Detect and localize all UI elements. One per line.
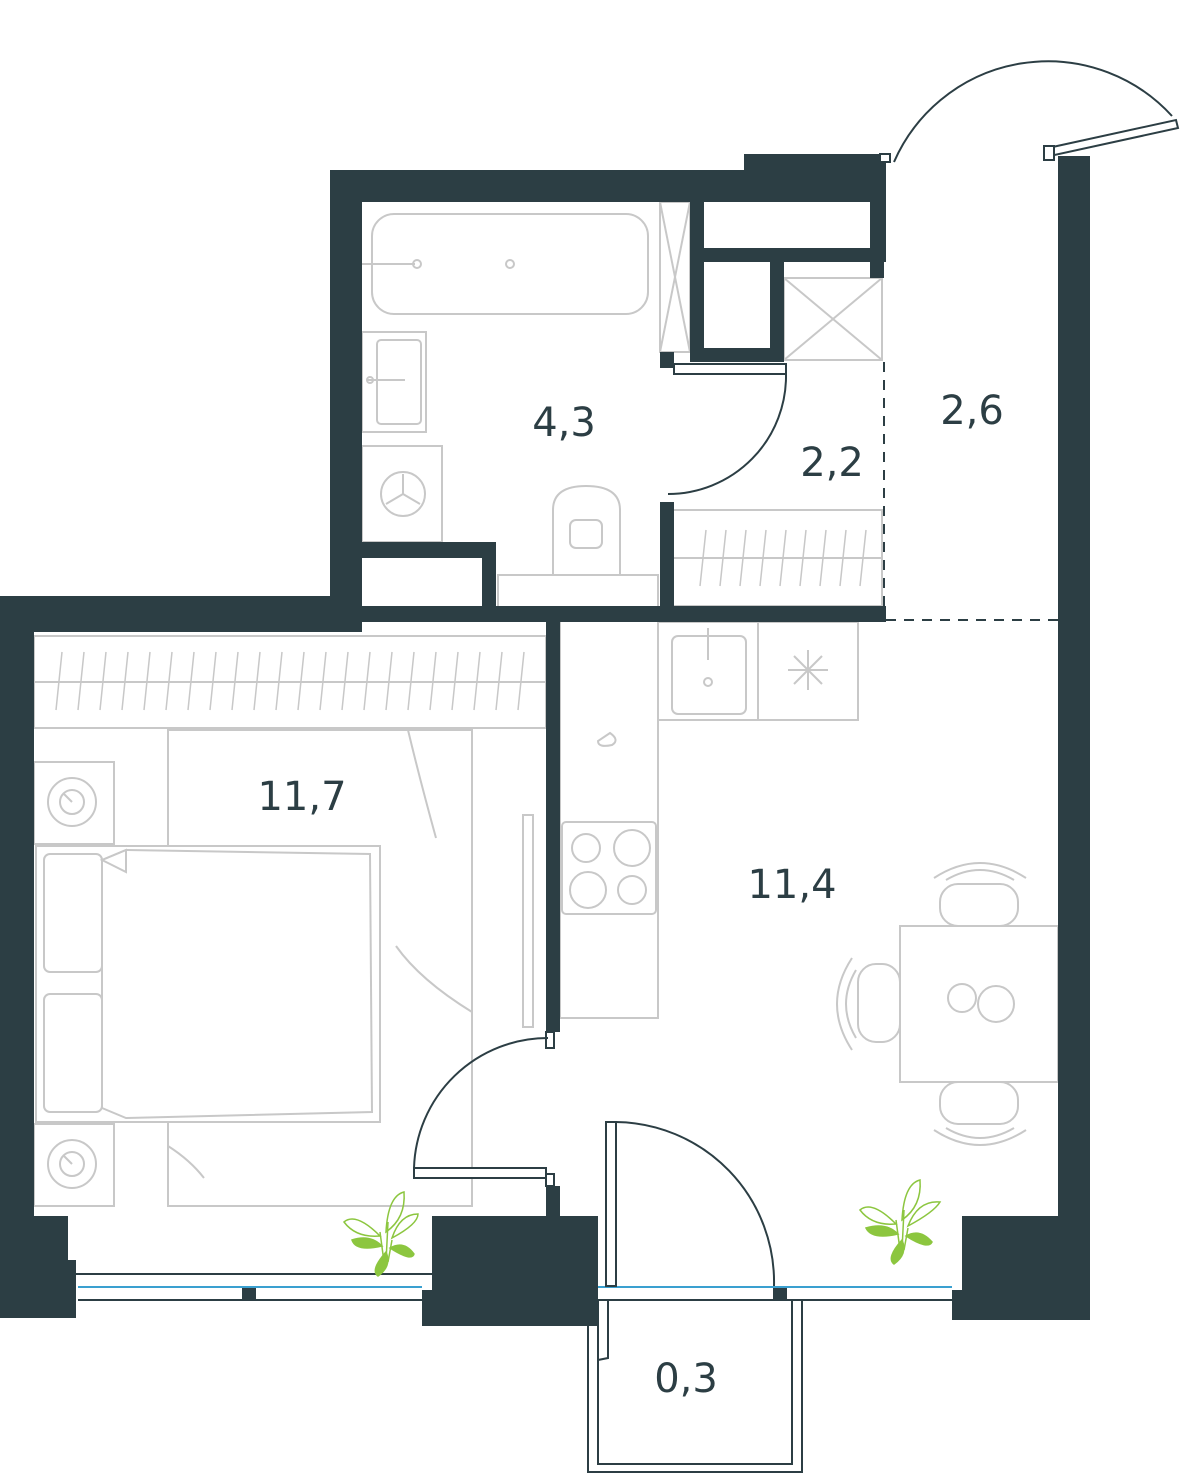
kitchen-sink-icon: [657, 621, 759, 721]
chair-left-icon: [836, 957, 901, 1051]
area-label-kitchen-living: 11,4: [747, 862, 836, 908]
washing-machine-icon: [361, 445, 443, 543]
area-label-entrance: 2,6: [940, 388, 1004, 434]
balcony-door: [605, 1121, 776, 1287]
windows: [68, 1273, 952, 1301]
fridge-icon: [757, 621, 859, 721]
dining-table-icon: [899, 925, 1059, 1083]
nightstand-top-icon: [33, 761, 115, 845]
area-label-hallway: 2,2: [800, 440, 864, 486]
bed-icon: [35, 845, 381, 1123]
tv-icon: [522, 814, 534, 1028]
bedroom-door: [413, 1031, 555, 1187]
kitchen-window: [598, 1286, 952, 1301]
balcony: [587, 1299, 803, 1473]
area-label-bedroom: 11,7: [257, 774, 346, 820]
area-label-balcony: 0,3: [654, 1356, 718, 1402]
bedroom-window: [68, 1273, 432, 1301]
entrance-door: [879, 60, 1180, 163]
area-label-bathroom: 4,3: [532, 400, 596, 446]
bathtub-icon: [362, 213, 649, 315]
kitchen-counter-icon: [559, 619, 659, 1019]
shaft-icon: [659, 201, 691, 353]
walls: [0, 154, 1090, 1326]
bathroom-door: [667, 363, 788, 495]
toilet-icon: [497, 484, 659, 608]
stove-icon: [561, 821, 657, 915]
chair-bottom-icon: [933, 1081, 1027, 1146]
plant-bedroom-icon: [342, 1191, 419, 1277]
chair-top-icon: [933, 862, 1027, 927]
zone-boundaries: [883, 362, 1058, 621]
bedroom-wardrobe-icon: [33, 635, 547, 729]
washbasin-icon: [361, 331, 427, 433]
hallway-wardrobe-icon: [671, 509, 883, 607]
hallway-shaft-icon: [783, 277, 883, 361]
doors: [413, 60, 1180, 1287]
nightstand-bottom-icon: [33, 1123, 115, 1207]
plant-kitchen-icon: [858, 1179, 942, 1265]
